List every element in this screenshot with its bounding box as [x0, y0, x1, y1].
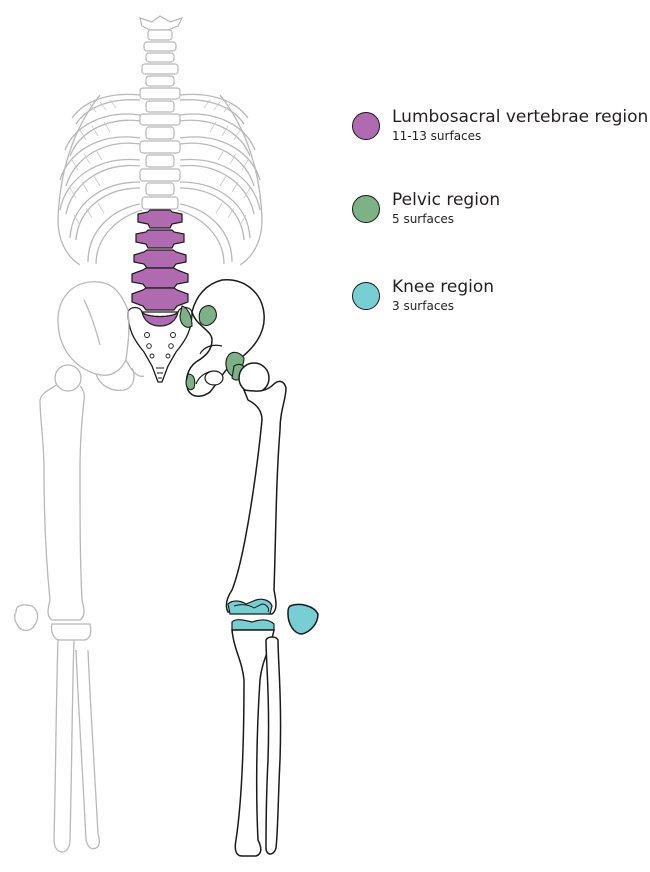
pelvic-swatch [352, 195, 380, 223]
legend-subtitle: 11-13 surfaces [392, 129, 481, 143]
legend-subtitle: 3 surfaces [392, 299, 454, 313]
legend-title: Knee region [392, 277, 494, 297]
right-femur [226, 363, 286, 614]
knee-swatch [352, 282, 380, 310]
legend-title: Pelvic region [392, 190, 500, 210]
left-pelvis-faded [58, 282, 144, 391]
left-leg-faded [15, 365, 100, 852]
legend-title: Lumbosacral vertebrae region [392, 107, 648, 127]
thoracic-spine [140, 16, 182, 209]
legend-subtitle: 5 surfaces [392, 212, 454, 226]
right-tibia-fibula [232, 630, 281, 856]
lumbosacral-swatch [352, 112, 380, 140]
lumbar-vertebrae [132, 210, 188, 310]
